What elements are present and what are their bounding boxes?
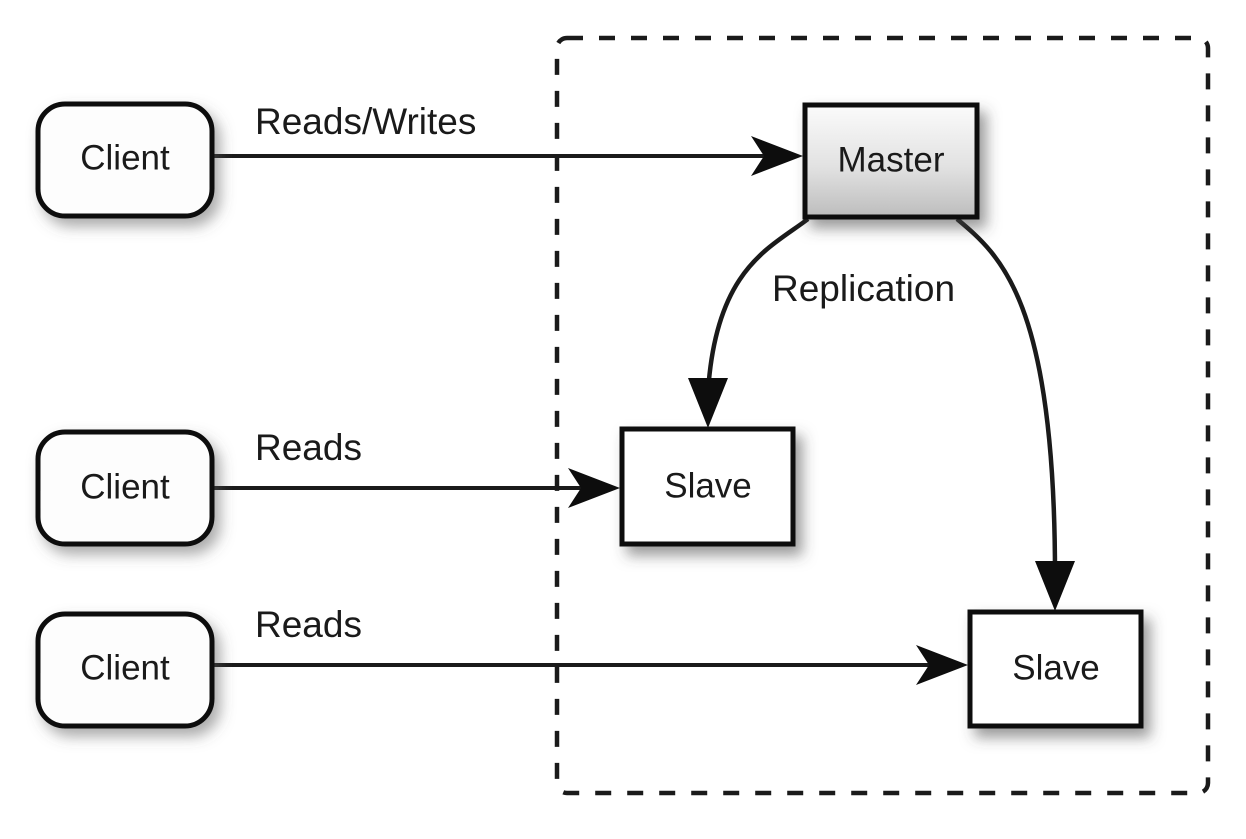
edge-curve [955,217,1058,576]
node-slave-1[interactable]: Slave [619,426,796,547]
edge-label-reads-writes: Reads/Writes [255,101,476,142]
arrowhead-open-icon [751,136,803,176]
slave-label: Slave [1012,648,1100,687]
client-box[interactable] [35,611,215,729]
client-label: Client [80,648,170,687]
edge-master-to-slave2 [955,217,1075,611]
master-label: Master [838,140,945,179]
node-slave-2[interactable]: Slave [967,609,1144,729]
master-box[interactable] [802,102,980,220]
edge-curve [705,217,810,393]
slave-label: Slave [664,466,752,505]
node-client-3[interactable]: Client [35,611,215,729]
node-master[interactable]: Master [802,102,980,220]
client-box[interactable] [35,101,215,219]
client-label: Client [80,138,170,177]
edge-client3-to-slave2 [213,645,968,685]
arrowhead-triangle-icon [1035,561,1075,611]
slave-box[interactable] [619,426,796,547]
arrowhead-open-icon [916,645,968,685]
edge-client1-to-master [213,136,803,176]
edge-client2-to-slave1 [213,468,620,508]
database-cluster-boundary [554,35,1211,796]
node-client-1[interactable]: Client [35,101,215,219]
client-label: Client [80,467,170,506]
arrowhead-open-icon [568,468,620,508]
edge-master-to-slave1 [688,217,810,428]
edge-label-replication: Replication [772,268,955,309]
edge-label-reads-slave2: Reads [255,604,362,645]
edge-label-reads-slave1: Reads [255,427,362,468]
slave-box[interactable] [967,609,1144,729]
client-box[interactable] [35,429,215,547]
node-client-2[interactable]: Client [35,429,215,547]
boundary-dashed-rect [554,35,1211,796]
arrowhead-triangle-icon [688,378,728,428]
